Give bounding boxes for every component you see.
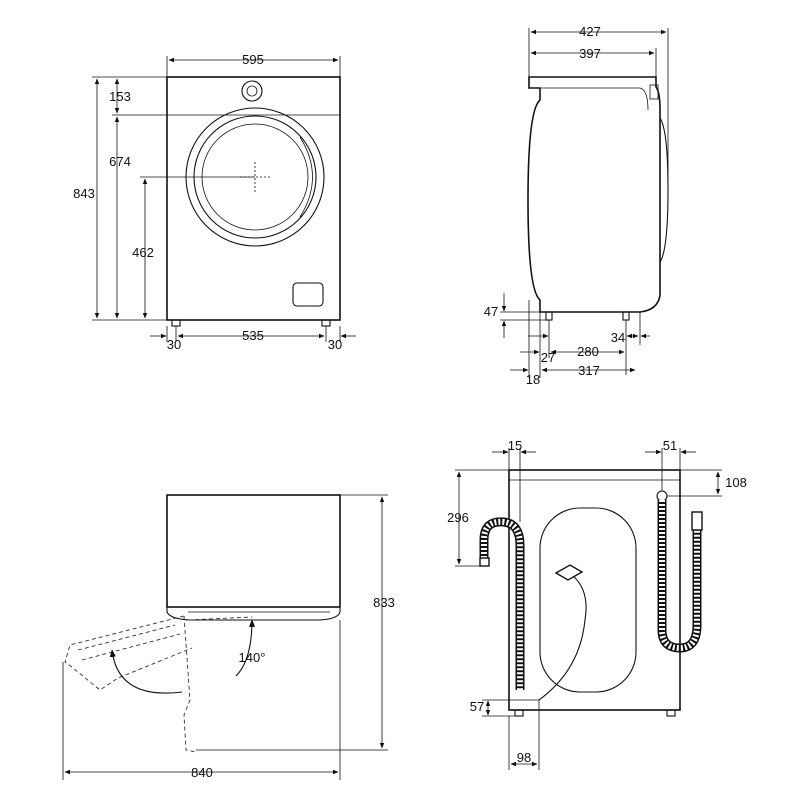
dimension-door-center-label: 462 <box>132 245 154 260</box>
top-cabinet-outline <box>166 494 341 608</box>
side-knob <box>649 84 659 100</box>
dimension-foot-left-label: 30 <box>167 337 181 352</box>
front-foot-right <box>321 319 331 327</box>
dimension-front-offset-label: 34 <box>611 330 625 345</box>
drain-hose <box>479 517 525 690</box>
dimension-drain-outlet-offset-label: 98 <box>517 750 531 765</box>
side-view: 427 397 47 34 27 280 18 317 <box>484 24 669 387</box>
dimension-width-label: 595 <box>242 52 264 67</box>
power-plug-icon <box>554 564 584 581</box>
inlet-connector <box>691 511 703 531</box>
dimension-total-foot-span-label: 317 <box>578 363 600 378</box>
dimension-foot-right-label: 30 <box>328 337 342 352</box>
top-door-front <box>166 607 341 621</box>
dimension-drain-hose-height-label: 296 <box>447 510 469 525</box>
rear-cabinet-outline <box>508 469 681 711</box>
rear-view: 15 51 108 296 57 98 <box>447 438 747 770</box>
dimension-foot-height-label: 47 <box>484 304 498 319</box>
front-foot-left <box>171 319 181 327</box>
dimension-door-top-label: 674 <box>109 154 131 169</box>
dimension-height-top-label: 833 <box>373 595 395 610</box>
program-knob-icon <box>241 80 263 102</box>
dimension-height-label: 843 <box>73 186 95 201</box>
dimension-drain-outlet-height-label: 57 <box>470 699 484 714</box>
dimension-door-open-label: 840 <box>191 765 213 780</box>
door-handle <box>299 136 313 218</box>
door-angle-label: 140° <box>239 650 266 665</box>
filter-flap <box>292 282 324 307</box>
dimension-rear-offset-label: 27 <box>541 350 555 365</box>
dimension-rear-overhang-label: 18 <box>526 372 540 387</box>
dimension-foot-spacing-label: 280 <box>577 344 599 359</box>
top-view: 140° 833 840 <box>62 494 395 780</box>
dimension-right-offset-label: 51 <box>663 438 677 453</box>
dimension-left-offset-label: 15 <box>508 438 522 453</box>
side-door-bulge <box>659 117 669 263</box>
water-inlet <box>656 490 668 502</box>
dimension-depth-body-label: 397 <box>579 46 601 61</box>
dimension-inlet-height-label: 108 <box>725 475 747 490</box>
power-cable <box>538 574 587 701</box>
side-foot-front <box>622 311 630 321</box>
dimension-top-panel-label: 153 <box>109 89 131 104</box>
side-foot-rear <box>545 311 553 321</box>
dimension-depth-overall-label: 427 <box>579 24 601 39</box>
rear-panel <box>539 507 637 693</box>
side-cabinet-outline <box>527 76 661 313</box>
dimension-foot-span-label: 535 <box>242 328 264 343</box>
open-door-outline <box>64 615 193 691</box>
front-cabinet-outline <box>166 76 341 321</box>
front-view: 595 843 153 674 462 30 535 30 <box>73 52 356 352</box>
